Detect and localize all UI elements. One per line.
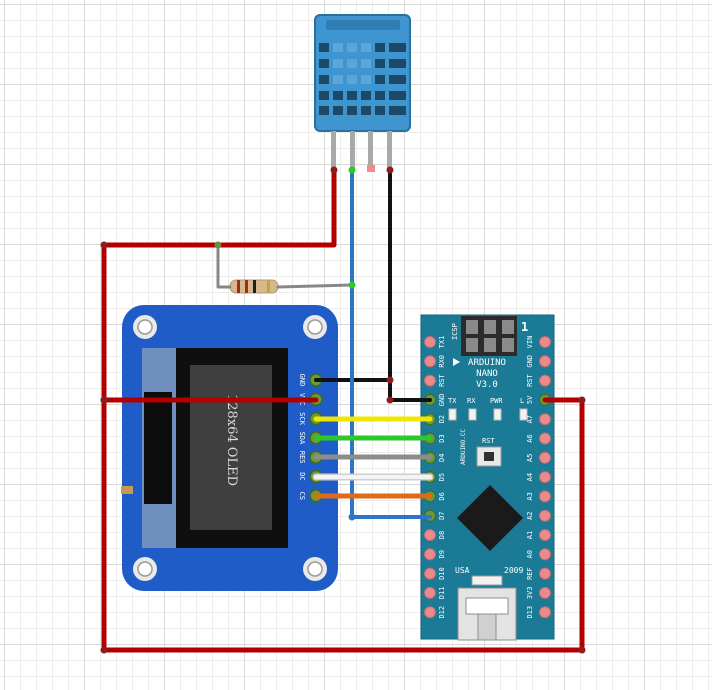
nano-pin-label: A4 xyxy=(526,473,534,481)
icsp-label: ICSP xyxy=(451,323,459,340)
nano-subtitle: NANO xyxy=(476,369,498,379)
nano-pin-label: VIN xyxy=(526,336,534,349)
usb-connector[interactable] xyxy=(457,575,517,641)
nano-pin-label: D12 xyxy=(438,606,446,619)
nano-pin-label: 3V3 xyxy=(526,587,534,600)
nano-pin-vin[interactable] xyxy=(539,336,551,348)
dht-sensor[interactable] xyxy=(314,14,411,172)
nano-pin-a1[interactable] xyxy=(539,529,551,541)
oled-pin-label: DC xyxy=(298,472,306,480)
nano-version: V3.0 xyxy=(476,380,498,390)
year-label: 2009 xyxy=(504,566,523,575)
junctions xyxy=(100,166,586,654)
oled-pin-label: GND xyxy=(298,374,306,387)
nano-pin-label: D9 xyxy=(438,550,446,558)
nano-pin-label: D6 xyxy=(438,492,446,500)
nano-pin-label: GND xyxy=(438,394,446,407)
nano-pin-label: A0 xyxy=(526,550,534,558)
nano-pin-a2[interactable] xyxy=(539,509,551,522)
oled-label: 128x64 OLED xyxy=(224,394,239,486)
nano-pin-rst[interactable] xyxy=(424,374,436,387)
nano-pin-label: D13 xyxy=(526,606,534,619)
nano-pin-label: D4 xyxy=(438,454,446,462)
nano-pin-label: TX1 xyxy=(438,336,446,349)
nano-pin-d11[interactable] xyxy=(424,586,436,599)
usa-label: USA xyxy=(455,566,470,575)
oled-pin-label: RES xyxy=(298,451,306,464)
resistor[interactable] xyxy=(229,279,279,294)
nano-pin-d12[interactable] xyxy=(424,606,436,619)
nano-pin-a0[interactable] xyxy=(539,548,551,561)
reset-label: RST xyxy=(482,437,495,445)
nano-pin-label: D5 xyxy=(438,473,446,481)
nano-pin-tx1[interactable] xyxy=(424,336,436,348)
nano-pin-label: RST xyxy=(438,373,446,386)
nano-pin-a6[interactable] xyxy=(539,432,551,445)
mounting-hole xyxy=(133,315,327,581)
reset-button[interactable] xyxy=(476,446,502,467)
nano-pin-label: A2 xyxy=(526,511,534,519)
led-pwr-label: PWR xyxy=(490,397,503,405)
nano-title: ARDUINO xyxy=(468,358,506,368)
oled-active-area xyxy=(190,365,272,530)
nano-pin-label: A7 xyxy=(526,415,534,423)
nano-pin-d13[interactable] xyxy=(539,606,551,619)
led-tx-label: TX xyxy=(448,397,457,405)
nano-pin-label: D10 xyxy=(438,567,446,580)
nano-pin-a4[interactable] xyxy=(539,471,551,484)
pin1-marker: 1 xyxy=(521,320,528,334)
nano-pin-a7[interactable] xyxy=(539,413,551,426)
nano-pin-label: 5V xyxy=(526,395,534,404)
arduino-nano[interactable]: ICSP 1 ARDUINO NANO V3.0 TX RX PWR L ARD… xyxy=(420,314,555,641)
nano-pin-label: D7 xyxy=(438,511,446,519)
nano-pin-label: RX0 xyxy=(438,355,446,368)
nano-pin-label: REF xyxy=(526,567,534,580)
nano-pin-a5[interactable] xyxy=(539,451,551,464)
sensor-grille-highlights xyxy=(333,43,371,84)
nano-pin-d10[interactable] xyxy=(424,567,436,580)
nano-pin-label: D3 xyxy=(438,434,446,442)
oled-pin-label: SDA xyxy=(298,432,306,445)
status-leds xyxy=(448,408,528,421)
microcontroller-chip xyxy=(457,485,523,551)
nano-pin-label: A6 xyxy=(526,434,534,442)
nano-pin-label: RST xyxy=(526,373,534,386)
nano-pin-label: D11 xyxy=(438,587,446,600)
nano-pin-label: A3 xyxy=(526,492,534,500)
nano-pin-rst[interactable] xyxy=(539,374,551,387)
led-l-label: L xyxy=(520,397,524,405)
resistor-lead-wire xyxy=(216,243,232,289)
oled-pin-label: SCK xyxy=(298,412,306,425)
nano-pin-3v3[interactable] xyxy=(539,586,551,599)
sensor-legs xyxy=(331,131,392,172)
nano-url: ARDUINO.CC xyxy=(460,428,467,465)
oled-ribbon xyxy=(144,392,172,504)
nano-pin-label: A1 xyxy=(526,531,534,539)
nano-pin-label: D8 xyxy=(438,531,446,539)
oled-pin-label: CS xyxy=(298,492,306,500)
nano-pin-d8[interactable] xyxy=(424,529,436,541)
nano-pin-ref[interactable] xyxy=(539,567,551,580)
led-rx-label: RX xyxy=(467,397,476,405)
icsp-header xyxy=(461,316,517,356)
nano-pin-d9[interactable] xyxy=(424,548,436,561)
nano-pin-a3[interactable] xyxy=(539,490,551,503)
resistor-data-wire xyxy=(276,283,354,289)
nano-pin-label: GND xyxy=(526,355,534,368)
nano-pin-rx0[interactable] xyxy=(424,355,436,368)
nano-pin-label: D2 xyxy=(438,415,446,423)
nano-pin-label: A5 xyxy=(526,454,534,462)
nano-pin-gnd[interactable] xyxy=(539,355,551,368)
